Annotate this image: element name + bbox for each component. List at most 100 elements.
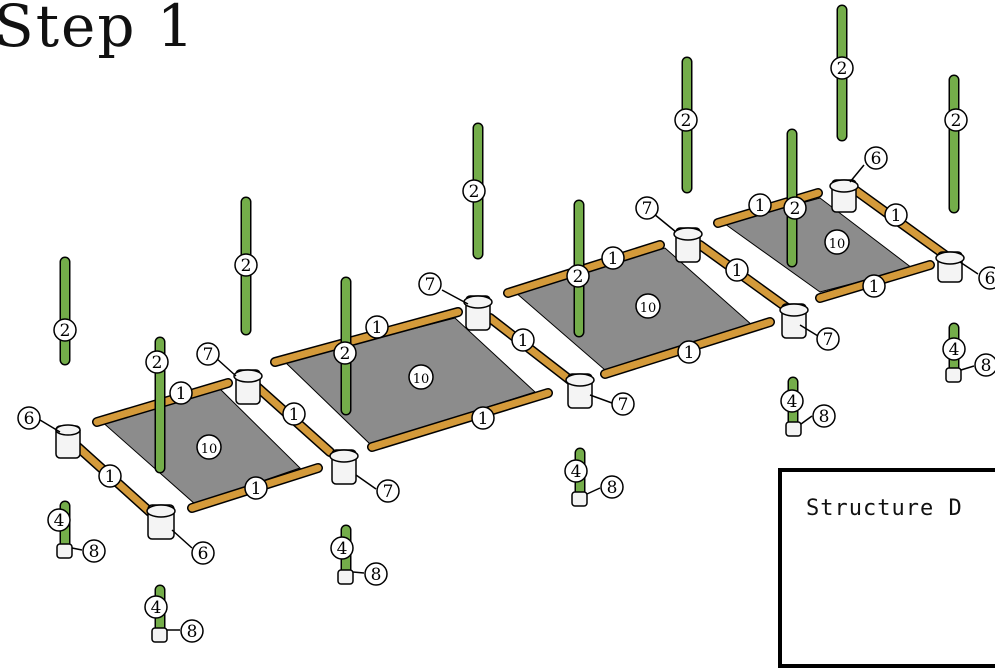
- callout-2: 2: [53, 318, 77, 342]
- callout-10: 10: [635, 293, 661, 319]
- svg-text:4: 4: [571, 462, 582, 482]
- svg-text:8: 8: [371, 565, 382, 585]
- svg-text:4: 4: [151, 598, 162, 618]
- svg-text:6: 6: [871, 149, 882, 169]
- leader-line: [653, 213, 677, 233]
- callout-1: 1: [98, 464, 122, 488]
- svg-text:1: 1: [176, 384, 187, 404]
- callout-1: 1: [471, 406, 495, 430]
- structure-box-title: Structure D: [806, 496, 963, 521]
- connector: [565, 373, 595, 409]
- callout-2: 2: [333, 341, 357, 365]
- callout-2: 2: [783, 196, 807, 220]
- callout-1: 1: [511, 328, 535, 352]
- callout-2: 2: [462, 179, 486, 203]
- callout-10: 10: [196, 434, 222, 460]
- leader-lines: [39, 164, 979, 631]
- leader-line: [800, 415, 813, 425]
- connector: [673, 227, 703, 263]
- svg-text:2: 2: [469, 182, 480, 202]
- svg-text:4: 4: [337, 539, 348, 559]
- callout-7: 7: [611, 392, 635, 416]
- leader-line: [171, 529, 193, 549]
- svg-text:1: 1: [372, 318, 383, 338]
- panel: [513, 247, 753, 371]
- structure-info-box: Structure D: [778, 468, 995, 668]
- svg-text:8: 8: [89, 542, 100, 562]
- callout-4: 4: [564, 459, 588, 483]
- callout-1: 1: [365, 315, 389, 339]
- svg-text:6: 6: [198, 544, 209, 564]
- leader-line: [352, 571, 365, 574]
- svg-text:2: 2: [241, 256, 252, 276]
- callout-4: 4: [47, 508, 71, 532]
- svg-text:1: 1: [684, 343, 695, 363]
- callout-7: 7: [196, 342, 220, 366]
- leader-line: [355, 474, 377, 490]
- leader-line: [589, 394, 613, 404]
- connector: [463, 295, 493, 331]
- svg-text:1: 1: [105, 467, 116, 487]
- step-title: Step 1: [0, 0, 196, 60]
- callout-7: 7: [418, 272, 442, 296]
- connector: [146, 504, 176, 540]
- callout-6: 6: [17, 406, 41, 430]
- svg-text:10: 10: [829, 237, 846, 252]
- callout-2: 2: [234, 253, 258, 277]
- svg-text:2: 2: [681, 111, 692, 131]
- leader-line: [799, 324, 819, 337]
- callout-8: 8: [364, 562, 388, 586]
- svg-text:10: 10: [413, 372, 430, 387]
- callout-1: 1: [282, 402, 306, 426]
- callout-2: 2: [145, 350, 169, 374]
- callout-1: 1: [601, 246, 625, 270]
- svg-text:1: 1: [478, 409, 489, 429]
- svg-text:7: 7: [383, 482, 394, 502]
- pipe: [271, 308, 462, 366]
- callout-4: 4: [780, 389, 804, 413]
- callout-1: 1: [244, 476, 268, 500]
- svg-text:7: 7: [618, 395, 629, 415]
- svg-text:2: 2: [837, 59, 848, 79]
- callout-7: 7: [816, 327, 840, 351]
- connector: [829, 179, 859, 213]
- svg-text:2: 2: [152, 353, 163, 373]
- callout-6: 6: [978, 266, 995, 290]
- pipe: [368, 389, 552, 451]
- foot-cap: [571, 491, 588, 507]
- callout-2: 2: [566, 264, 590, 288]
- callout-2: 2: [830, 56, 854, 80]
- svg-text:7: 7: [425, 275, 436, 295]
- svg-text:8: 8: [187, 622, 198, 642]
- callout-1: 1: [725, 258, 749, 282]
- svg-text:1: 1: [518, 331, 529, 351]
- svg-text:1: 1: [755, 196, 766, 216]
- callout-8: 8: [180, 619, 204, 643]
- svg-text:1: 1: [251, 479, 262, 499]
- callout-1: 1: [169, 381, 193, 405]
- connector: [329, 449, 359, 485]
- leader-line: [215, 357, 237, 377]
- foot-cap: [945, 367, 962, 383]
- leader-line: [586, 487, 601, 495]
- svg-text:4: 4: [54, 511, 65, 531]
- leader-line: [960, 365, 975, 371]
- connector: [55, 424, 81, 459]
- callout-4: 4: [942, 337, 966, 361]
- svg-text:7: 7: [823, 330, 834, 350]
- assembly-diagram: 2 2 2 2 2 2 2 2 2 2 1 1 1 1 1 1 1 1 1 1 …: [17, 4, 995, 643]
- callout-2: 2: [674, 108, 698, 132]
- callout-8: 8: [974, 353, 995, 377]
- callout-6: 6: [191, 541, 215, 565]
- callout-4: 4: [144, 595, 168, 619]
- callout-10: 10: [824, 229, 850, 255]
- callout-7: 7: [635, 196, 659, 220]
- leader-line: [39, 419, 61, 433]
- svg-text:1: 1: [608, 249, 619, 269]
- svg-text:8: 8: [981, 356, 992, 376]
- connector: [935, 251, 965, 283]
- leader-line: [71, 547, 83, 551]
- svg-text:2: 2: [340, 344, 351, 364]
- svg-text:1: 1: [732, 261, 743, 281]
- svg-text:7: 7: [203, 345, 214, 365]
